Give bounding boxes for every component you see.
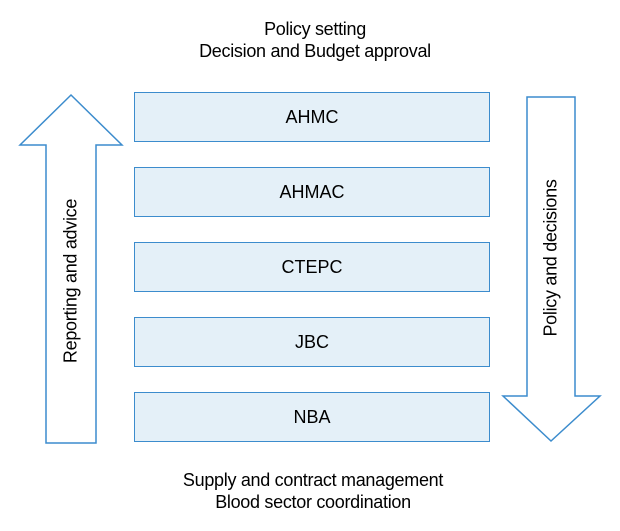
top-caption-line-1: Policy setting xyxy=(264,19,366,39)
bottom-caption-line-2: Blood sector coordination xyxy=(215,492,411,512)
up-arrow-label: Reporting and advice xyxy=(60,198,81,364)
level-box-label: AHMC xyxy=(285,106,339,127)
level-box-label: AHMAC xyxy=(279,181,345,202)
level-box-ahmc: AHMC xyxy=(134,92,490,142)
bottom-caption-line-1: Supply and contract management xyxy=(182,470,444,490)
down-arrow-label: Policy and decisions xyxy=(540,179,561,337)
bottom-caption: Supply and contract management Blood sec… xyxy=(3,469,620,513)
top-caption: Policy setting Decision and Budget appro… xyxy=(5,18,620,62)
top-caption-line-2: Decision and Budget approval xyxy=(199,41,431,61)
level-box-label: JBC xyxy=(294,331,329,352)
down-arrow-shape xyxy=(501,96,602,443)
level-box-label: NBA xyxy=(293,406,331,427)
level-box-label: CTEPC xyxy=(281,256,343,277)
level-box-ctepc: CTEPC xyxy=(134,242,490,292)
up-arrow-shape xyxy=(18,93,124,444)
level-box-nba: NBA xyxy=(134,392,490,442)
level-box-jbc: JBC xyxy=(134,317,490,367)
level-box-ahmac: AHMAC xyxy=(134,167,490,217)
